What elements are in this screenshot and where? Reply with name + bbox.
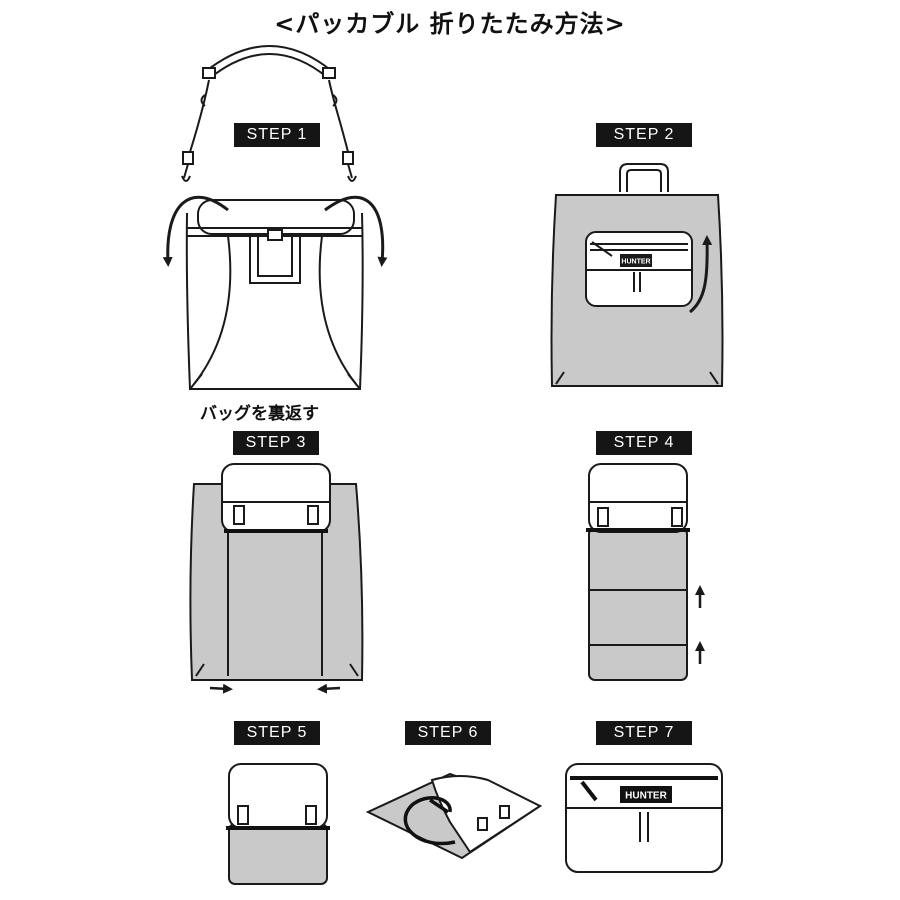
step-2-bag (550, 163, 724, 387)
step-2-fold-arrow (689, 235, 713, 314)
step-1-bag (185, 199, 364, 390)
step-6-label: STEP 6 (405, 721, 491, 745)
step-7-logo-patch (620, 786, 672, 803)
page-title: <パッカブル 折りたたみ方法> (274, 10, 626, 38)
shoulder-strap (181, 45, 357, 182)
step-5-bag (228, 763, 328, 885)
step-7-logo: HUNTER (625, 791, 667, 802)
step-2-label: STEP 2 (596, 123, 692, 147)
step-1-caption: バッグを裏返す (200, 404, 319, 424)
step-3-arrows (209, 683, 341, 694)
step-1-label: STEP 1 (234, 123, 320, 147)
step-3-label: STEP 3 (233, 431, 319, 455)
step-6-roll-arrow (403, 796, 456, 846)
step-7-label: STEP 7 (596, 721, 692, 745)
step-4-bag (588, 463, 688, 681)
step-4-label: STEP 4 (596, 431, 692, 455)
step-2-logo: HUNTER (621, 259, 650, 266)
step-1-turn-arrows (162, 195, 388, 267)
step-7-zip-pull (580, 780, 598, 802)
step-7-pouch (565, 763, 723, 873)
step-3-bag (189, 463, 364, 681)
step-6-bag (365, 772, 543, 860)
step-2-logo-patch (620, 254, 652, 267)
step-5-label: STEP 5 (234, 721, 320, 745)
